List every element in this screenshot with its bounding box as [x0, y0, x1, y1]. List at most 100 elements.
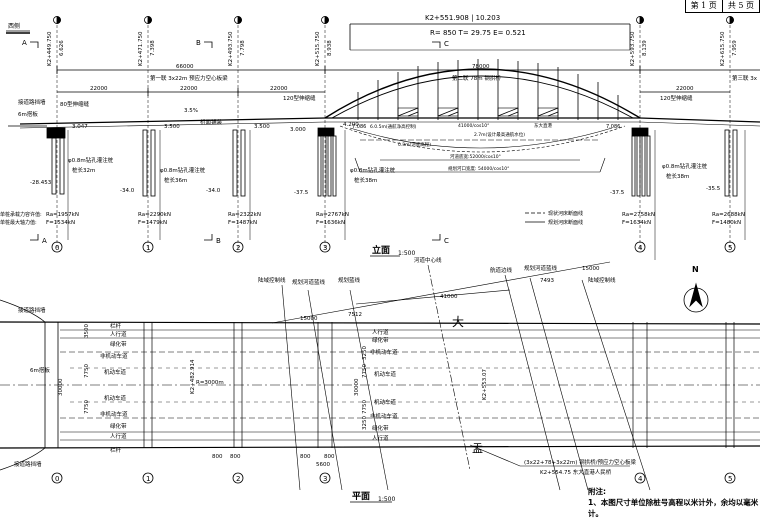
lane-r4: 机动车道: [374, 370, 397, 378]
dim-3250-a: 3250: [362, 346, 368, 360]
bearing-label: 单桩承载力容许值:: [0, 211, 42, 218]
ra-5: Ra=2688kN: [712, 212, 745, 218]
pile-dia-3: φ0.8m钻孔灌注桩: [350, 166, 396, 174]
station-3: K2+515.750: [315, 31, 321, 66]
arch-note5: 0.3m(河底高程): [398, 141, 431, 148]
arch-note1: 6.0.5m(通航净高控制): [370, 123, 417, 130]
lane-r1: 人行道: [372, 328, 389, 336]
curve-bottom: R= 850 T= 29.75 E= 0.521: [430, 29, 526, 37]
lane-3: 非机动车道: [100, 352, 128, 360]
plan-piers: [143, 322, 735, 448]
pier-num-p5: 5: [728, 475, 732, 483]
lane-4: 机动车道: [104, 368, 127, 376]
arch-note4: 2.7m(设计最高通航水位): [474, 131, 525, 138]
width-total: 30000: [58, 378, 64, 396]
elevation-scale: 1:500: [398, 250, 415, 257]
pile-long-4: 桩长38m: [666, 172, 689, 180]
notes: 附注: 1、本图尺寸单位除桩号高程以米计外，余均以毫米计。: [588, 486, 760, 519]
dim-7750-a: 7750: [84, 364, 90, 378]
span-22000-d: 22000: [676, 86, 694, 92]
north-label: N: [692, 265, 699, 274]
f-1: F=1479kN: [138, 220, 167, 226]
dim-4200: 4.200: [343, 122, 359, 128]
f-4: F=1634kN: [622, 220, 651, 226]
lane-r3: 非机动车道: [370, 348, 398, 356]
ra-1: Ra=2290kN: [138, 212, 171, 218]
pier-num-p1: 1: [146, 475, 150, 483]
lane-7: 绿化带: [110, 422, 127, 430]
channel1: 河道底宽:52000/cos10°: [450, 153, 501, 160]
dim-15000-right: 15000: [582, 266, 600, 272]
bottom-elev-5: -35.5: [706, 186, 721, 192]
pier-num-e1: 1: [146, 244, 150, 252]
dim-7750-c: 7750: [362, 364, 368, 378]
curve-top: K2+551.908 | 10.203: [425, 14, 500, 22]
pile-dia-1: φ0.8m钻孔灌注桩: [160, 166, 206, 174]
pile-dia-4: φ0.8m钻孔灌注桩: [662, 162, 708, 170]
top-markers: [53, 16, 734, 24]
span3-label: 第三联 3x: [732, 74, 758, 82]
river-char2: 盂: [472, 442, 483, 455]
river-char: 大: [452, 315, 464, 329]
dim-7750-b: 7750: [84, 400, 90, 414]
plan-line-5: 规划河道蓝线: [524, 264, 558, 272]
lane-6: 非机动车道: [100, 410, 128, 418]
plan-line-6: 陆域控制线: [588, 276, 616, 284]
pier-num-p0: 0: [55, 475, 59, 483]
notes-item-1: 1、本图尺寸单位除桩号高程以米计外，余均以毫米计。: [588, 498, 759, 518]
arch-note2: 41000/cos10°: [458, 123, 489, 129]
dim-7750-d: 7750: [362, 400, 368, 414]
approach-plan-b: 接道路挡墙: [14, 460, 42, 468]
lane-r2: 绿化带: [372, 336, 389, 344]
f-2: F=1487kN: [228, 220, 257, 226]
legend-1: 现状河床断面线: [548, 210, 583, 217]
elev-1: 7.398: [150, 40, 156, 56]
pier-num-p3: 3: [323, 475, 327, 483]
pier-circles-plan: [51, 472, 736, 484]
dim-b2: 800: [300, 454, 311, 460]
pile-long-3: 桩长38m: [354, 176, 377, 184]
width-top: 3500: [84, 324, 90, 338]
pile-long-0: 桩长32m: [72, 166, 95, 174]
bridge-deck: 桥面铺装: [200, 118, 223, 126]
approach-plan: 接道路挡墙: [18, 306, 46, 314]
joint-left: 80型伸缩缝: [60, 100, 89, 108]
station-right: K2+553.07: [482, 369, 488, 400]
pier-num-e2: 2: [236, 244, 240, 252]
embed-elev: 6m搭板: [18, 110, 38, 118]
bottom-elev-1: -34.0: [120, 188, 135, 194]
lane-8: 人行道: [110, 432, 127, 440]
page-total: 共 5 页: [723, 0, 760, 12]
lane-2: 绿化带: [110, 340, 127, 348]
section-b-bot: B: [216, 237, 221, 245]
arch-note3: 东大直港: [534, 122, 552, 129]
elev-2: 7.798: [240, 40, 246, 56]
station-5: K2+615.750: [720, 31, 726, 66]
lane-r6: 非机动车道: [370, 412, 398, 420]
dim-7512: 7512: [348, 312, 362, 318]
piles: [51, 127, 738, 197]
dim-7493: 7493: [540, 278, 554, 284]
span-total: 66000: [176, 64, 194, 70]
station-4: K2+593.750: [630, 31, 636, 66]
north-arrow-icon: [683, 282, 709, 313]
lane-r7: 绿化带: [372, 424, 389, 432]
bottom-elev-2: -34.0: [206, 188, 221, 194]
plan-line-1: 规划河道蓝线: [292, 278, 326, 286]
section-a-top: A: [22, 39, 27, 47]
pier-circles-elev: [51, 241, 736, 253]
dim-3047: 3.047: [72, 124, 88, 130]
joint-right: 120型伸缩缝: [660, 94, 693, 102]
f-3: F=1636kN: [316, 220, 345, 226]
plan-span-label2: K2+554.75 东大直港人民桥: [540, 468, 612, 476]
lane-5: 机动车道: [104, 394, 127, 402]
radius: R=3000m: [196, 380, 224, 386]
pier-num-e4: 4: [638, 244, 643, 252]
section-c-top: C: [444, 40, 449, 48]
dim-b3: 800: [324, 454, 335, 460]
station-0: K2+449.750: [47, 31, 53, 66]
dim-3000: 3.000: [290, 127, 306, 133]
elev-3: 8.938: [327, 40, 333, 56]
pile-dia-0: φ0.8m钻孔灌注桩: [68, 156, 114, 164]
